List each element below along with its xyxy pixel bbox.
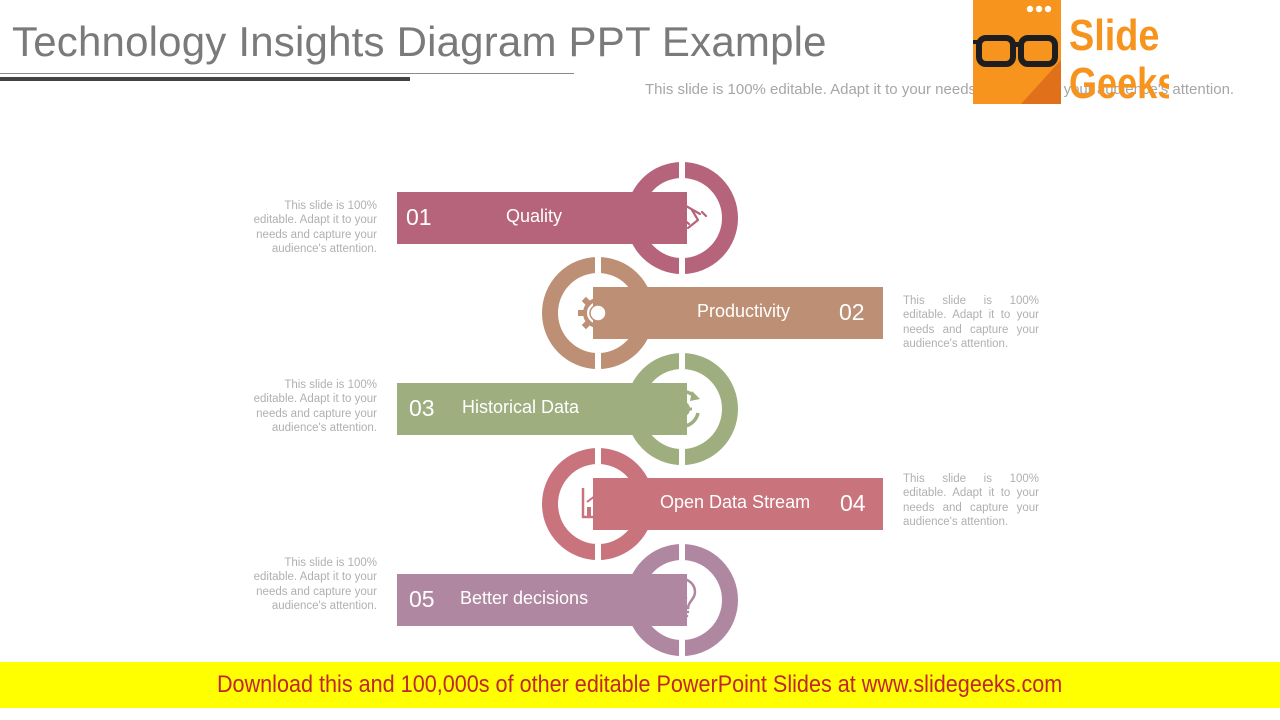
step-label: Better decisions (460, 588, 589, 608)
download-banner-text[interactable]: Download this and 100,000s of other edit… (217, 671, 1063, 698)
slide-title: Technology Insights Diagram PPT Example (12, 18, 827, 65)
title-underline-thick (0, 77, 410, 81)
step-number: 04 (840, 490, 866, 516)
step-description-better-decisions: This slide is 100% editable. Adapt it to… (253, 557, 377, 613)
step-ring-historical-data (626, 353, 738, 465)
step-description-quality: This slide is 100% editable. Adapt it to… (253, 200, 377, 256)
step-label: Quality (506, 206, 563, 226)
step-number: 01 (406, 204, 432, 230)
step-ring-quality (626, 162, 738, 274)
bar-chart-icon (581, 488, 613, 519)
step-number: 03 (409, 395, 435, 421)
step-description-open-data-stream: This slide is 100% editable. Adapt it to… (903, 473, 1039, 529)
step-description-productivity: This slide is 100% editable. Adapt it to… (903, 295, 1039, 351)
step-ring-better-decisions (626, 544, 738, 656)
step-ring-productivity (542, 257, 654, 369)
step-label: Productivity (697, 301, 791, 321)
step-number: 02 (839, 299, 865, 325)
title-underline-thin (0, 73, 574, 74)
step-description-historical-data: This slide is 100% editable. Adapt it to… (253, 379, 377, 435)
step-label: Open Data Stream (660, 492, 811, 512)
logo-text-slide: Slide (1069, 10, 1159, 59)
step-ring-open-data-stream (542, 448, 654, 560)
step-number: 05 (409, 586, 435, 612)
lightbulb-icon (667, 577, 697, 622)
slidegeeks-logo: Slide Geeks (973, 0, 1169, 104)
logo-text-geeks: Geeks (1069, 59, 1169, 104)
step-label: Historical Data (462, 397, 580, 417)
gear-icon (578, 293, 618, 333)
slide-subtitle: This slide is 100% editable. Adapt it to… (645, 81, 1235, 98)
download-banner[interactable]: Download this and 100,000s of other edit… (0, 662, 1280, 708)
refresh-gear-icon (664, 389, 700, 429)
handshake-icon (660, 204, 708, 231)
glasses-icon (973, 35, 1058, 67)
